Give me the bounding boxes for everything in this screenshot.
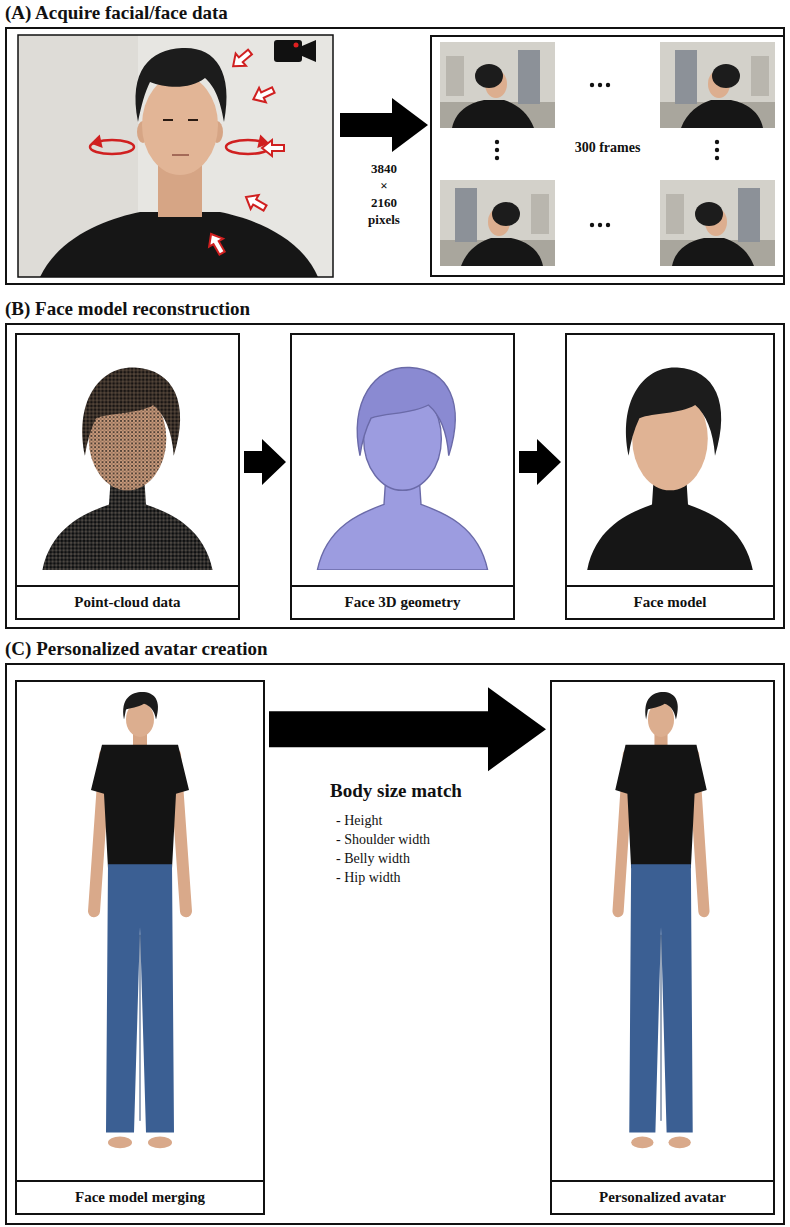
direction-arrows — [204, 46, 284, 257]
use-shape — [660, 42, 775, 128]
circle-shape — [495, 156, 499, 160]
circle-shape — [715, 156, 719, 160]
textured-bust — [587, 367, 753, 570]
line-shape — [163, 119, 173, 121]
circle-shape — [294, 43, 299, 48]
circle-shape — [606, 223, 610, 227]
image-caption: Face model — [567, 585, 773, 618]
image-box: Point-cloud data — [15, 333, 240, 620]
use-shape — [440, 42, 555, 128]
polygon-shape — [302, 40, 316, 62]
list-item: - Shoulder width — [336, 831, 430, 849]
rotation-arrows — [90, 137, 270, 154]
mesh-bust — [317, 367, 487, 570]
flow-arrow — [519, 439, 561, 485]
image-caption: Point-cloud data — [17, 585, 238, 618]
use-shape — [357, 367, 455, 455]
image-box: Face model — [565, 333, 775, 620]
circle-shape — [495, 140, 499, 144]
use-shape — [82, 367, 180, 455]
g-shape — [18, 35, 333, 277]
image-caption: Personalized avatar — [552, 1180, 773, 1213]
use-shape — [440, 180, 555, 266]
polygon-shape — [250, 83, 277, 107]
list-item: - Belly width — [336, 850, 410, 868]
flow-arrow — [269, 687, 546, 771]
circle-shape — [598, 83, 602, 87]
circle-shape — [590, 223, 594, 227]
list-item: - Height — [336, 812, 382, 830]
use-shape — [626, 367, 721, 455]
avatar-figure — [91, 692, 189, 1148]
flow-arrow — [340, 98, 428, 152]
point-cloud-bust — [42, 367, 212, 570]
circle-shape — [715, 140, 719, 144]
polygon-shape — [93, 137, 101, 146]
circle-shape — [495, 148, 499, 152]
path-shape — [136, 48, 227, 122]
rect-shape — [274, 40, 302, 62]
image-caption: Face model merging — [17, 1180, 263, 1213]
panel-heading: (C) Personalized avatar creation — [5, 638, 268, 660]
frames-box: 300 frames — [430, 35, 785, 277]
panel-heading: (B) Face model reconstruction — [5, 298, 250, 320]
avatar-figure — [615, 692, 706, 1148]
step-label: Body size match — [330, 778, 462, 803]
frames-label: 300 frames — [432, 138, 783, 158]
rect-shape — [18, 35, 333, 277]
panel-frame: (B) Face model reconstructionPoint-cloud… — [5, 323, 785, 629]
resolution-label: 3840 × 2160 pixels — [367, 160, 401, 228]
image-box: Personalized avatar — [550, 680, 775, 1215]
line-shape — [188, 119, 198, 121]
polygon-shape — [228, 46, 255, 72]
panel-frame: (C) Personalized avatar creationFace mod… — [5, 663, 785, 1225]
list-item: - Hip width — [336, 869, 401, 887]
image-box: Face 3D geometry — [290, 333, 515, 620]
camera-icon — [274, 40, 316, 62]
circle-shape — [598, 223, 602, 227]
circle-shape — [590, 83, 594, 87]
polygon-shape — [262, 140, 284, 156]
image-caption: Face 3D geometry — [292, 585, 513, 618]
polygon-shape — [204, 230, 229, 257]
rect-shape — [18, 35, 333, 277]
circle-shape — [715, 148, 719, 152]
panel-heading: (A) Acquire facial/face data — [5, 2, 228, 24]
flow-arrow — [244, 439, 286, 485]
panel-frame: (A) Acquire facial/face data300 frames — [5, 27, 785, 285]
use-shape — [660, 180, 775, 266]
circle-shape — [606, 83, 610, 87]
subject-photo — [18, 35, 333, 277]
image-box: Face model merging — [15, 680, 265, 1215]
polygon-shape — [242, 190, 269, 215]
line-shape — [172, 154, 189, 156]
ellipse-shape — [142, 75, 218, 175]
path-shape — [40, 212, 318, 277]
